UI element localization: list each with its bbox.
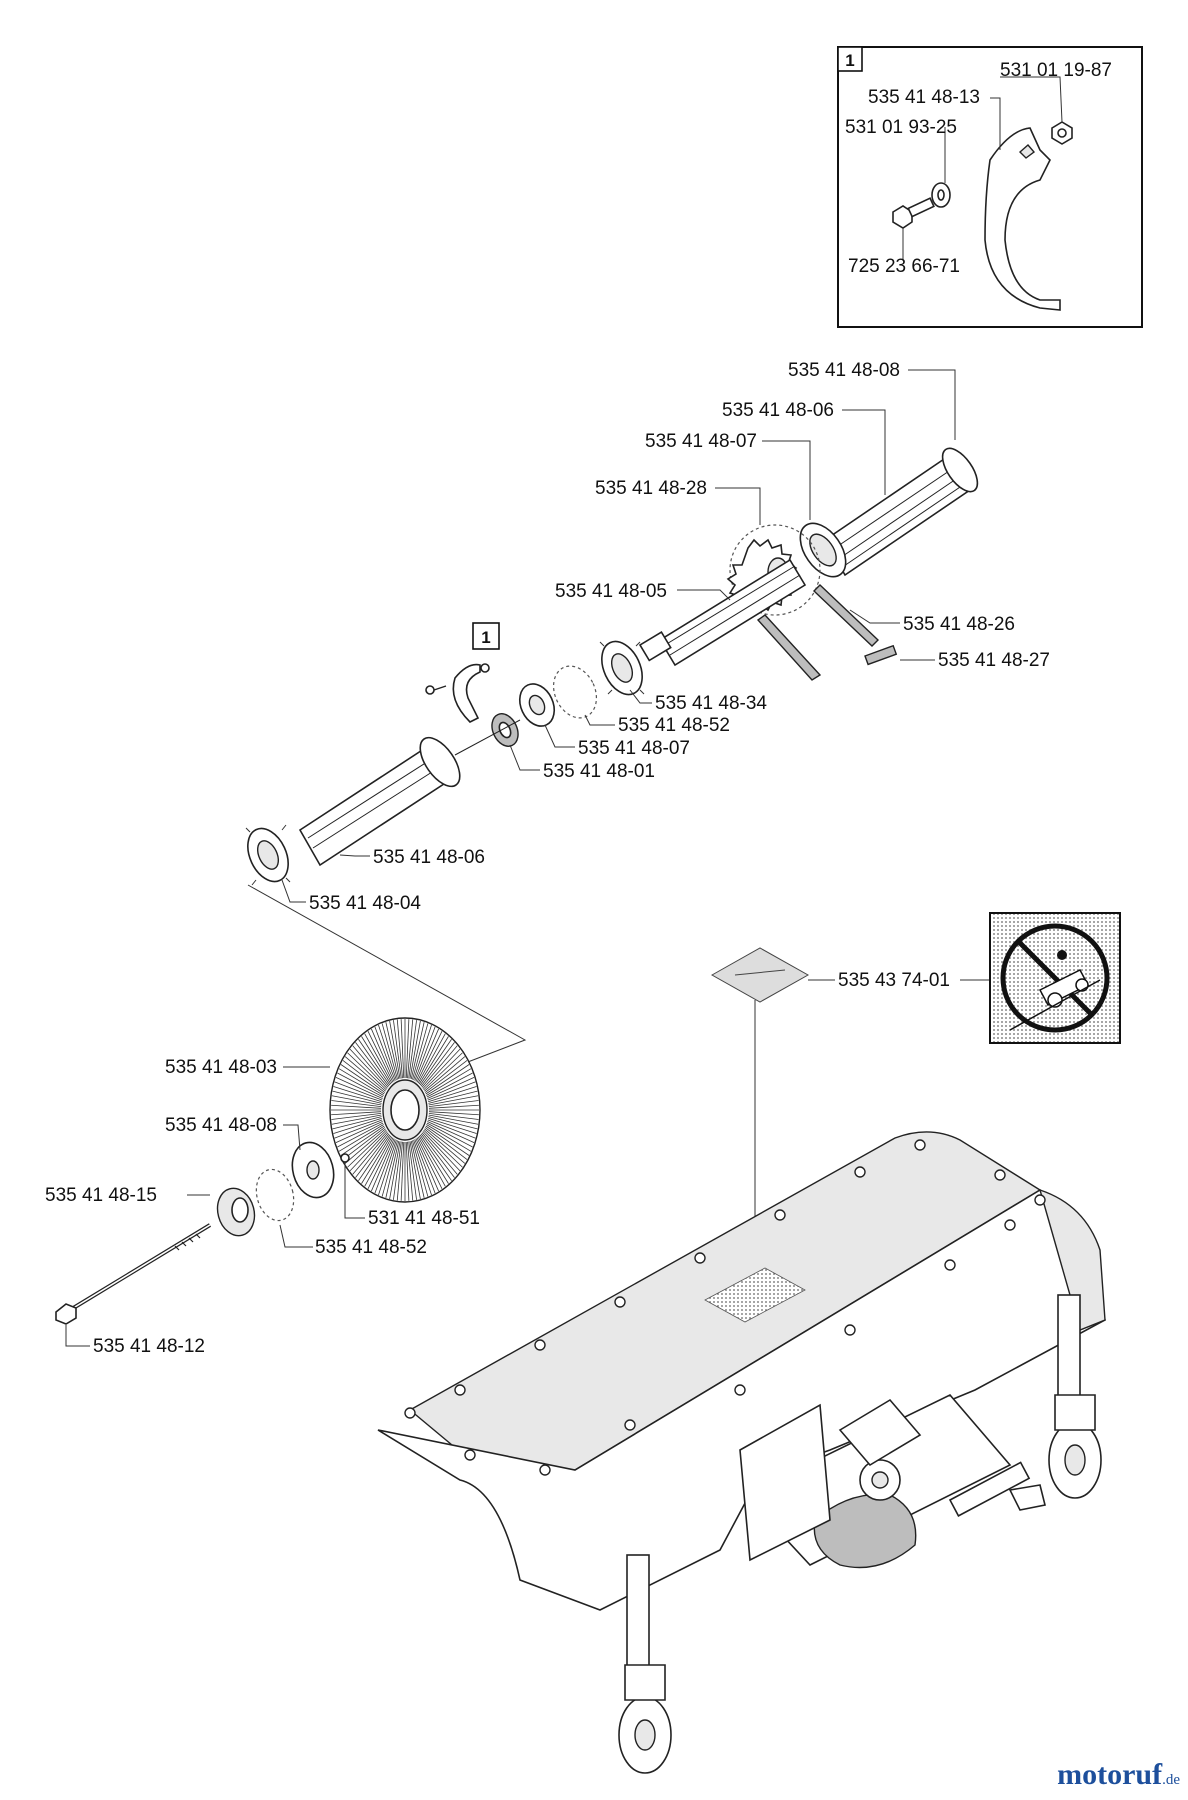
site-watermark: motoruf.de bbox=[1057, 1758, 1180, 1791]
detail-callout: 1 bbox=[425, 622, 500, 723]
label-disc: 535 41 48-08 bbox=[165, 1115, 277, 1136]
drive-star-part bbox=[599, 640, 645, 696]
label-shaft-left: 535 41 48-06 bbox=[373, 847, 485, 868]
label-circlip-b: 535 41 48-52 bbox=[315, 1237, 427, 1258]
label-sprocket: 535 41 48-28 bbox=[595, 478, 707, 499]
label-roller-right: 535 41 48-08 bbox=[788, 360, 900, 381]
label-hub-shaft: 535 41 48-05 bbox=[555, 581, 667, 602]
gearbox-icon bbox=[743, 1394, 1046, 1569]
label-star-left: 535 41 48-04 bbox=[309, 893, 421, 914]
wheel-right-icon bbox=[1048, 1294, 1102, 1499]
shaft-left-part bbox=[298, 719, 521, 867]
star-left-part bbox=[245, 824, 291, 886]
label-nut: 531 01 19-87 bbox=[1000, 60, 1112, 81]
housing-bolts bbox=[404, 1139, 1046, 1476]
circlip-b-part bbox=[255, 1168, 295, 1222]
bracket-part bbox=[984, 127, 1061, 311]
label-circlip-a: 535 41 48-52 bbox=[618, 715, 730, 736]
flange-part bbox=[216, 1187, 256, 1237]
roller-right bbox=[799, 447, 979, 578]
label-flange: 535 41 48-15 bbox=[45, 1185, 157, 1206]
label-washer: 531 01 93-25 bbox=[845, 117, 957, 138]
label-chain: 535 41 48-26 bbox=[903, 614, 1015, 635]
long-bolt-part bbox=[55, 1223, 212, 1325]
label-drive-star: 535 41 48-34 bbox=[655, 693, 767, 714]
inset-box-number: 1 bbox=[845, 51, 854, 70]
label-bearing-left: 535 41 48-07 bbox=[578, 738, 690, 759]
label-bearing-right: 535 41 48-07 bbox=[645, 431, 757, 452]
decal-group: 535 43 74-01 bbox=[710, 912, 1121, 1280]
label-bolt: 725 23 66-71 bbox=[848, 256, 960, 277]
chain-part bbox=[756, 584, 898, 681]
label-brush: 535 41 48-03 bbox=[165, 1057, 277, 1078]
label-bearing-housing: 535 41 48-01 bbox=[543, 761, 655, 782]
bearing-housing-part bbox=[491, 683, 556, 747]
label-chain-link: 535 41 48-27 bbox=[938, 650, 1050, 671]
brush-part bbox=[329, 1017, 481, 1203]
hub-shaft-part bbox=[638, 558, 807, 667]
wheel-left-icon bbox=[618, 1554, 672, 1774]
sweeper-housing bbox=[377, 1131, 1106, 1774]
label-screw: 531 41 48-51 bbox=[368, 1208, 480, 1229]
decal-small bbox=[710, 947, 810, 1003]
inset-detail-box: 1 531 01 19-87 535 41 48-13 531 01 93-25… bbox=[837, 46, 1143, 328]
label-shaft-outer: 535 41 48-06 bbox=[722, 400, 834, 421]
label-bracket: 535 41 48-13 bbox=[868, 87, 980, 108]
shaft-assembly: 1 bbox=[245, 360, 1050, 1066]
main-box-number: 1 bbox=[481, 628, 490, 647]
brush-assembly: 535 41 48-03 535 41 48-08 535 41 48-15 5… bbox=[45, 1017, 481, 1357]
label-long-bolt: 535 41 48-12 bbox=[93, 1336, 205, 1357]
label-decal: 535 43 74-01 bbox=[838, 970, 950, 991]
bolt-part bbox=[892, 197, 935, 229]
disc-part bbox=[291, 1141, 350, 1199]
circlip-a-part bbox=[552, 665, 598, 719]
warning-decal-icon bbox=[989, 912, 1121, 1044]
